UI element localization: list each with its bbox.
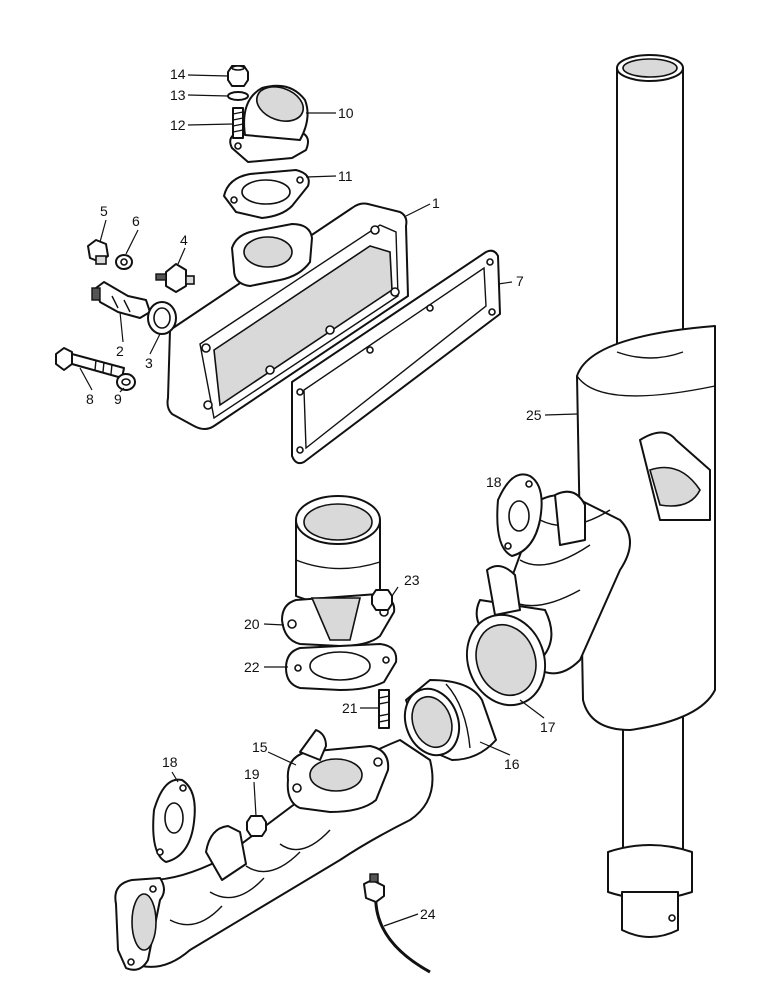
stud-21 bbox=[378, 689, 390, 729]
elbow-outlet bbox=[229, 84, 309, 163]
callout-22: 22 bbox=[244, 659, 260, 675]
leader-lines bbox=[79, 74, 578, 927]
sleeve-16 bbox=[403, 679, 497, 761]
callout-21: 21 bbox=[342, 700, 358, 716]
sensor-pipe-24 bbox=[363, 873, 431, 974]
small-fittings bbox=[55, 239, 195, 391]
callout-7: 7 bbox=[516, 273, 524, 289]
callout-11: 11 bbox=[338, 168, 353, 184]
callout-1: 1 bbox=[432, 195, 440, 211]
callout-labels: 1 2 3 4 5 6 7 8 9 10 11 12 13 14 15 16 1… bbox=[86, 66, 556, 922]
callout-16: 16 bbox=[504, 756, 520, 772]
exhaust-manifold bbox=[166, 202, 409, 430]
callout-10: 10 bbox=[338, 105, 354, 121]
gasket-18-lower bbox=[152, 778, 196, 863]
callout-20: 20 bbox=[244, 616, 260, 632]
silencer-assembly bbox=[576, 54, 716, 938]
callout-6: 6 bbox=[132, 213, 140, 229]
callout-3: 3 bbox=[145, 355, 153, 371]
callout-12: 12 bbox=[170, 117, 186, 133]
callout-25: 25 bbox=[526, 407, 542, 423]
callout-23: 23 bbox=[404, 572, 420, 588]
callout-15: 15 bbox=[252, 739, 268, 755]
callout-8: 8 bbox=[86, 391, 94, 407]
elbow-fixings bbox=[227, 65, 249, 139]
flanged-pipe bbox=[281, 495, 396, 647]
gasket-18-upper bbox=[496, 473, 543, 557]
flange-gasket-22 bbox=[285, 643, 398, 691]
nut-23 bbox=[371, 589, 393, 611]
callout-18-upper: 18 bbox=[486, 474, 502, 490]
manifold-gasket bbox=[291, 249, 501, 465]
callout-13: 13 bbox=[170, 87, 186, 103]
callout-2: 2 bbox=[116, 343, 124, 359]
callout-19: 19 bbox=[244, 766, 260, 782]
elbow-gasket bbox=[223, 169, 310, 219]
callout-4: 4 bbox=[180, 232, 188, 248]
callout-5: 5 bbox=[100, 203, 108, 219]
callout-24: 24 bbox=[420, 906, 436, 922]
callout-9: 9 bbox=[114, 391, 122, 407]
callout-18-lower: 18 bbox=[162, 754, 178, 770]
callout-14: 14 bbox=[170, 66, 186, 82]
down-pipe-rear bbox=[114, 729, 434, 971]
callout-17: 17 bbox=[540, 719, 556, 735]
nut-19 bbox=[246, 815, 267, 837]
